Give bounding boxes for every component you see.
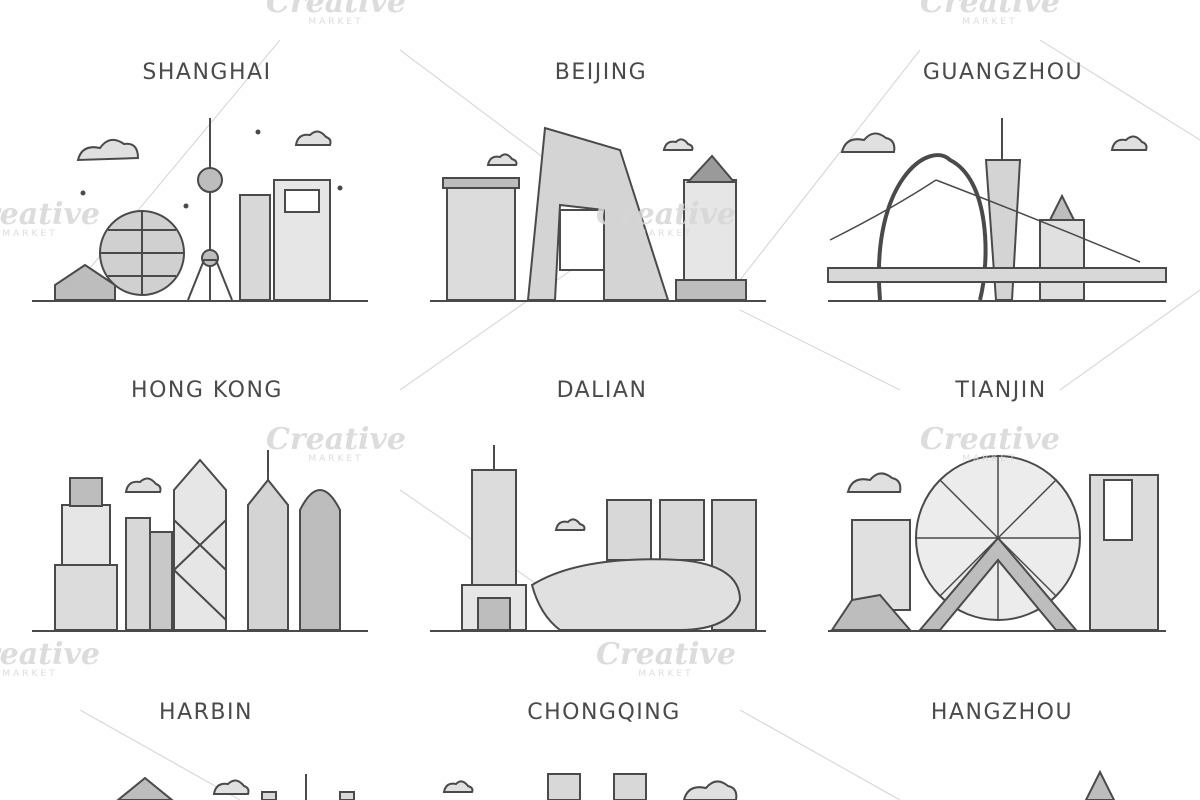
chongqing-skyline [442, 773, 738, 800]
cloud-icon [124, 477, 162, 493]
bridge-deck [827, 267, 1167, 283]
pearl-tower-sphere [197, 167, 223, 193]
city-label-shanghai: SHANGHAI [142, 60, 272, 85]
cloud-icon [662, 138, 694, 151]
cloud-icon [486, 153, 518, 166]
tower-block [239, 194, 271, 301]
canton-tower [984, 159, 1022, 301]
city-label-guangzhou: GUANGZHOU [922, 60, 1084, 85]
tianjin-skyline [830, 455, 1159, 631]
city-label-beijing: BEIJING [554, 60, 648, 85]
city-label-dalian: DALIAN [556, 378, 648, 403]
opera-arch [876, 153, 988, 301]
cloud-icon [212, 779, 250, 795]
city-label-chongqing: CHONGQING [527, 700, 681, 725]
pavilion [54, 263, 116, 301]
cloud-icon [442, 780, 474, 793]
city-label-hongkong: HONG KONG [131, 378, 283, 403]
hongkong-skyline [54, 450, 341, 631]
office-tower [446, 184, 516, 301]
harbin-skyline [116, 774, 355, 800]
cloud-icon [1110, 135, 1148, 151]
city-label-hangzhou: HANGZHOU [930, 700, 1074, 725]
watermark-lines [79, 39, 1200, 800]
cloud-icon [846, 472, 902, 493]
cloud-icon [294, 130, 332, 146]
city-label-harbin: HARBIN [159, 700, 253, 725]
guangzhou-skyline [827, 118, 1167, 301]
ifc-tower [299, 489, 341, 631]
cctv-building [526, 126, 670, 301]
dalian-skyline [461, 445, 757, 631]
city-label-tianjin: TIANJIN [955, 378, 1047, 403]
cloud-icon [76, 138, 140, 162]
cloud-icon [554, 518, 586, 531]
cloud-icon [682, 780, 738, 800]
beijing-skyline [442, 126, 747, 301]
cloud-icon [840, 132, 896, 153]
stadium [530, 558, 742, 631]
shanghai-skyline [54, 118, 343, 301]
tower-block [471, 469, 517, 586]
hangzhou-skyline [1084, 769, 1116, 800]
